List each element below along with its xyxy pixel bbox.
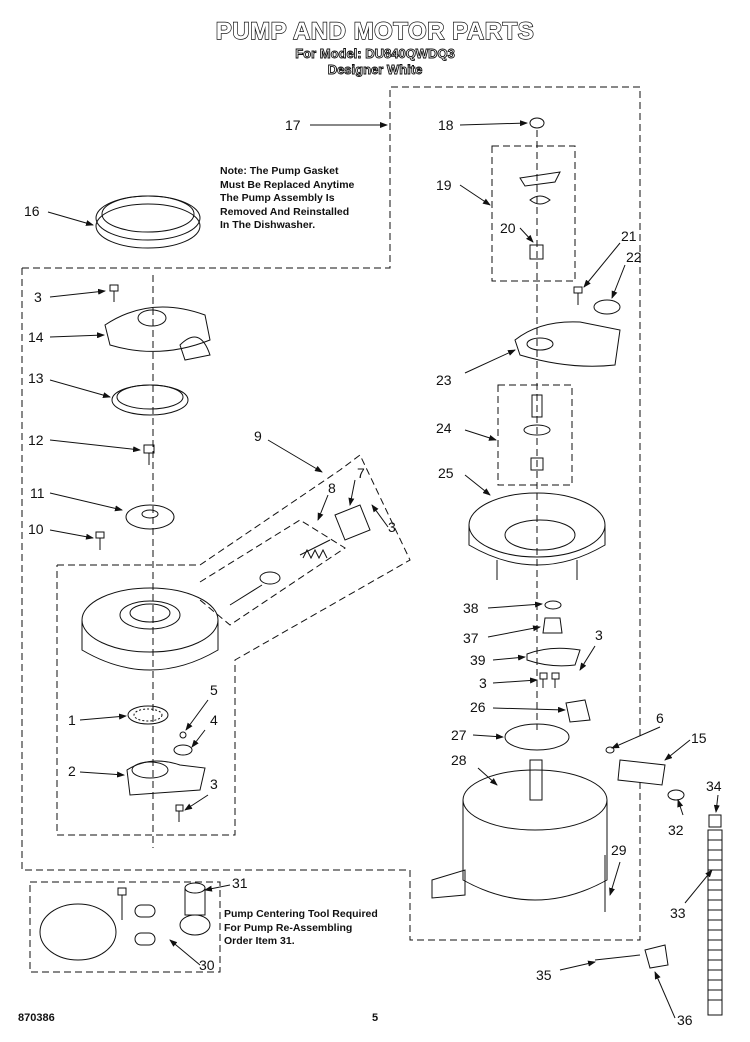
callout-30: 30 (199, 957, 215, 973)
check-valve-37 (542, 617, 563, 634)
filter-screen-1 (127, 705, 169, 725)
callout-16: 16 (24, 203, 40, 219)
centering-tool-31 (179, 882, 211, 936)
model-line: For Model: DU840QWDQ3 (295, 46, 456, 62)
screw-3-right (539, 672, 560, 688)
callout-6: 6 (656, 710, 664, 726)
callout-21: 21 (621, 228, 637, 244)
pump-gasket-note: Note: The Pump Gasket Must Be Replaced A… (220, 165, 355, 231)
callout-38: 38 (463, 600, 479, 616)
screw-3-bottom-left (175, 804, 184, 822)
callout-3-right-a: 3 (595, 627, 603, 643)
page-number: 5 (372, 1012, 379, 1024)
callout-2: 2 (68, 763, 76, 779)
hose-fitting-15 (617, 759, 666, 786)
callout-24: 24 (436, 420, 452, 436)
drain-hose-33 (707, 829, 723, 1016)
page-title: PUMP AND MOTOR PARTS (215, 17, 535, 45)
clamp-32 (667, 789, 685, 801)
callout-7: 7 (357, 465, 365, 481)
motor-28 (431, 759, 608, 901)
valve-spring-8 (229, 539, 331, 606)
callout-26: 26 (470, 699, 486, 715)
callout-11: 11 (30, 485, 45, 501)
callout-32: 32 (668, 822, 684, 838)
callout-9: 9 (254, 428, 262, 444)
gasket-39 (526, 647, 581, 667)
pump-housing-14 (104, 306, 211, 361)
callout-27: 27 (451, 727, 467, 743)
callout-18: 18 (438, 117, 454, 133)
leader-lines (47, 120, 720, 1019)
screw-3-top (109, 284, 119, 302)
callout-37: 37 (463, 630, 479, 646)
callout-33: 33 (670, 905, 686, 921)
callout-29: 29 (611, 842, 627, 858)
callout-20: 20 (500, 220, 516, 236)
pump-cover-23 (514, 321, 621, 367)
shaft-assembly-24 (523, 394, 551, 471)
repair-kit-30 (39, 887, 156, 961)
callout-14: 14 (28, 329, 44, 345)
pump-housing-25 (468, 492, 606, 580)
centering-tool-note: Pump Centering Tool Required For Pump Re… (224, 908, 378, 947)
callout-12: 12 (28, 432, 44, 448)
cap-34 (708, 814, 722, 828)
callout-23: 23 (436, 372, 452, 388)
ball-5 (179, 731, 187, 739)
bolt-12 (143, 444, 155, 465)
bracket-26 (565, 699, 591, 723)
screw-10 (95, 531, 105, 550)
seal-ring-13 (111, 384, 189, 416)
callout-10: 10 (28, 521, 44, 537)
impeller-11 (125, 504, 175, 530)
assembly-outlines (21, 86, 641, 973)
screw-21 (573, 286, 583, 305)
valve-flap-7 (334, 504, 371, 541)
nut-18 (529, 117, 545, 129)
pump-base-9 (81, 587, 219, 671)
o-ring-4 (173, 744, 193, 756)
callout-1: 1 (68, 712, 76, 728)
seal-22 (593, 299, 621, 315)
callout-31: 31 (232, 875, 248, 891)
callout-22: 22 (626, 249, 642, 265)
callout-8: 8 (328, 480, 336, 496)
callout-39: 39 (470, 652, 486, 668)
callout-17: 17 (285, 117, 301, 133)
callout-3-bottom-left: 3 (210, 776, 218, 792)
callout-3-valve: 3 (388, 519, 396, 535)
callout-35: 35 (536, 967, 552, 983)
callout-4: 4 (210, 712, 218, 728)
disc-27 (504, 723, 570, 751)
drain-housing-2 (126, 760, 206, 796)
connector-36 (644, 944, 669, 969)
pump-gasket-16 (95, 195, 201, 249)
callout-15: 15 (691, 730, 707, 746)
callout-3-top: 3 (34, 289, 42, 305)
callout-13: 13 (28, 370, 44, 386)
callout-25: 25 (438, 465, 454, 481)
document-number: 870386 (18, 1012, 55, 1024)
callout-36: 36 (677, 1012, 693, 1028)
callout-34: 34 (706, 778, 722, 794)
callout-5: 5 (210, 682, 218, 698)
clip-assembly-19 (519, 171, 561, 205)
callout-28: 28 (451, 752, 467, 768)
o-ring-38 (544, 600, 562, 610)
callout-19: 19 (436, 177, 452, 193)
sensor-35 (594, 954, 641, 961)
bushing-20 (529, 244, 544, 260)
callout-3-right-b: 3 (479, 675, 487, 691)
color-line: Designer White (327, 62, 423, 78)
washer-6 (605, 746, 615, 754)
